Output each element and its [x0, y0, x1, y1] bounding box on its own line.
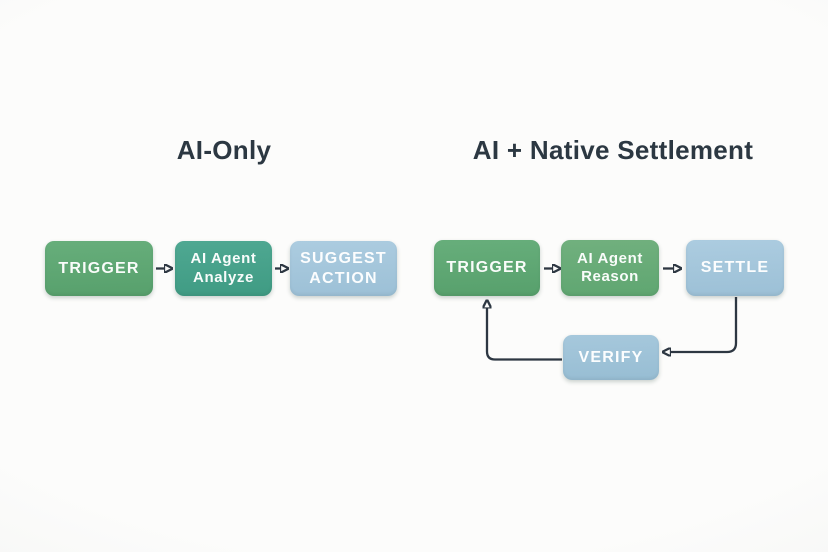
node-label-ai-agent-reason: AI Agent Reason	[577, 249, 643, 285]
node-ai-agent-analyze: AI Agent Analyze	[175, 241, 272, 296]
node-label-verify: VERIFY	[578, 348, 644, 366]
node-trigger-left: TRIGGER	[45, 241, 153, 296]
node-suggest-action: SUGGEST ACTION	[290, 241, 397, 296]
left-flow-title: AI-Only	[176, 135, 272, 165]
node-label-suggest-action: SUGGEST ACTION	[300, 249, 387, 287]
arrow-settle-to-verify	[670, 297, 738, 352]
node-ai-agent-reason: AI Agent Reason	[561, 240, 659, 296]
node-label-trigger-right: TRIGGER	[446, 259, 528, 277]
arrow-verify-to-trigger	[487, 308, 562, 361]
node-label-trigger-left: TRIGGER	[58, 259, 140, 277]
node-label-settle: SETTLE	[700, 259, 770, 277]
node-trigger-right: TRIGGER	[434, 240, 540, 296]
node-settle: SETTLE	[686, 240, 784, 296]
node-verify: VERIFY	[563, 335, 659, 380]
node-label-ai-agent-analyze: AI Agent Analyze	[190, 250, 257, 286]
right-flow-title: AI + Native Settlement	[472, 135, 754, 165]
